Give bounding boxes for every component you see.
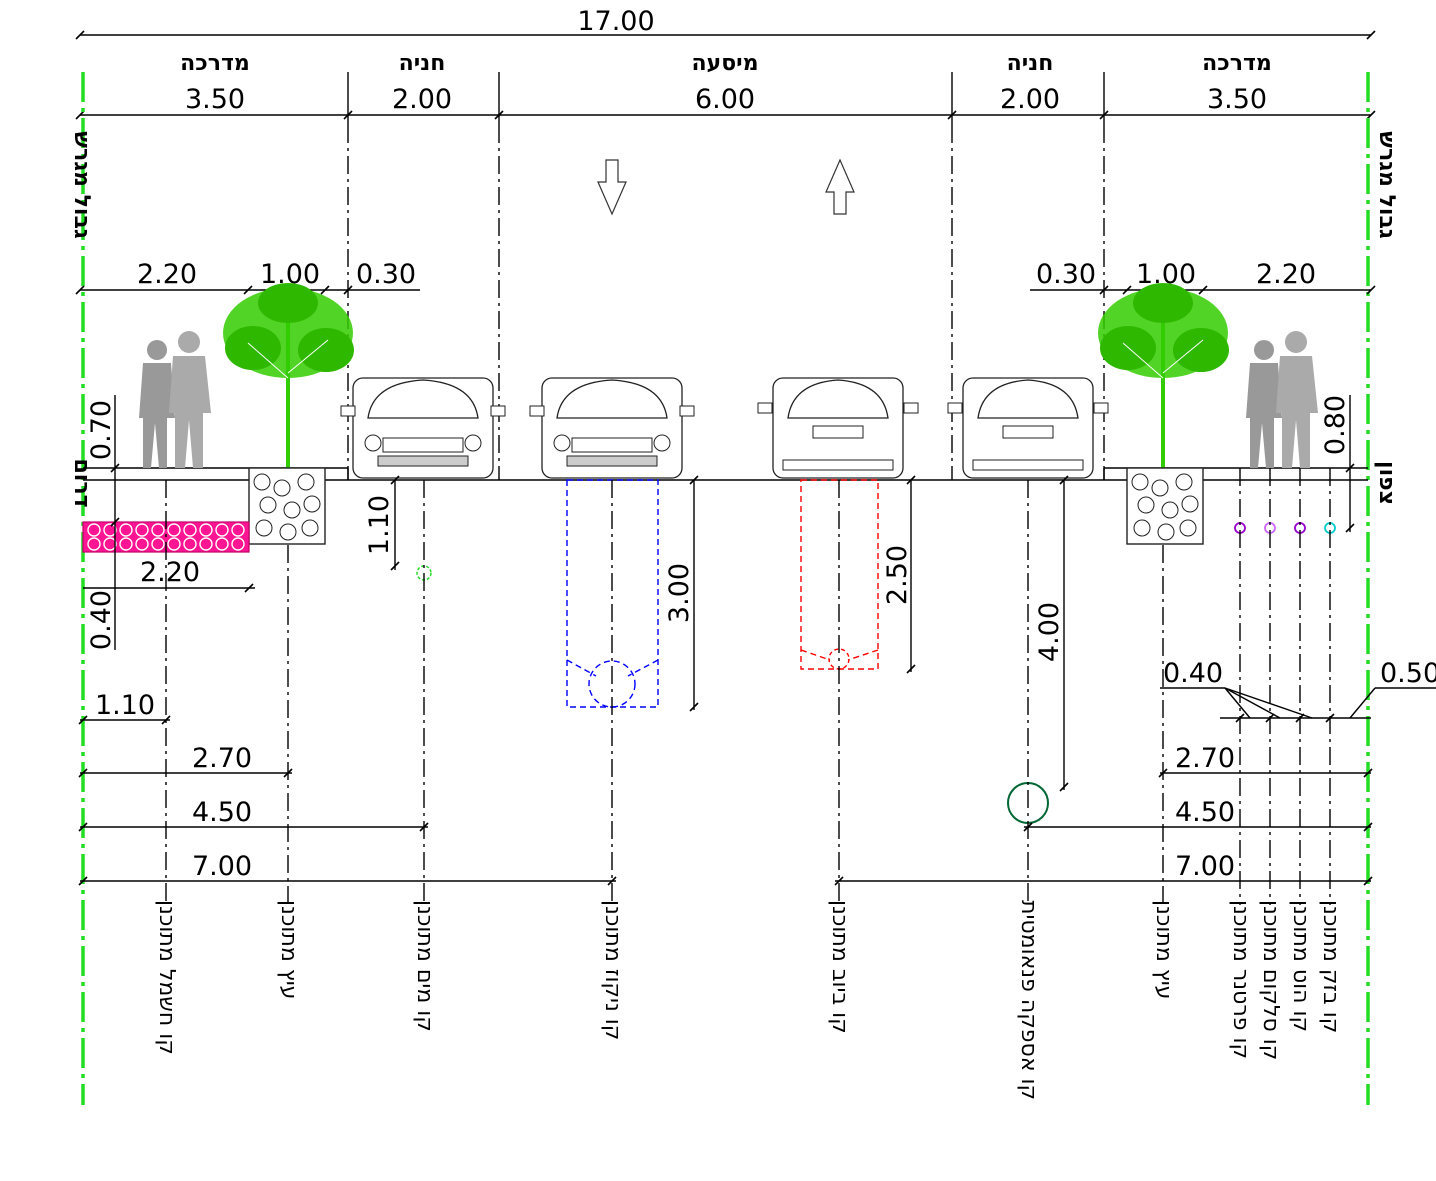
zone-dim-sidewalk-right: 3.50 <box>1207 84 1267 115</box>
dim-0-40-right: 0.40 <box>1163 658 1223 689</box>
label-drain: קו ביוב מתוכנן <box>827 900 852 1034</box>
dim-2-20-duct: 2.20 <box>140 557 200 588</box>
landscape <box>139 281 1318 470</box>
property-boundaries: גבול מגרש גבול מגרש דרום צפון <box>69 72 1399 1105</box>
tree-pit-left <box>248 467 326 545</box>
pedestrians-icon <box>1246 331 1318 468</box>
left-vertical-dims: 0.70 0.40 2.20 <box>83 395 255 650</box>
overall-width-label: 17.00 <box>577 6 654 37</box>
zone-dim-parking-left: 2.00 <box>392 84 452 115</box>
zone-dim-roadway: 6.00 <box>695 84 755 115</box>
zone-headers: מדרכה חניה מיסעה חניה מדרכה <box>180 51 1272 76</box>
dim-0-80-right: 0.80 <box>1320 395 1351 455</box>
arrow-up-icon <box>825 158 855 215</box>
tree-icon <box>1096 281 1231 470</box>
offset-dims-left: 1.10 2.70 4.50 7.00 <box>78 690 617 886</box>
label-water: קו מים מתוכנן <box>412 900 437 1032</box>
comm-lines: 0.80 0.40 0.50 <box>1160 395 1436 723</box>
upper-dim-right-2-20: 2.20 <box>1256 259 1316 290</box>
label-tree-left: עיץ מתוכנן <box>276 900 301 999</box>
upper-dim-left-0-30: 0.30 <box>356 259 416 290</box>
offset-right-7-00: 7.00 <box>1175 851 1235 882</box>
zone-label-roadway: מיסעה <box>691 51 758 76</box>
water-line: 1.10 <box>364 475 432 581</box>
label-comm-1: קו פרטנר מתוכנן <box>1228 900 1253 1059</box>
dim-0-70-left: 0.70 <box>86 400 117 460</box>
zone-label-sidewalk-left: מדרכה <box>180 51 250 76</box>
dim-0-50-right: 0.50 <box>1380 658 1436 689</box>
offset-right-4-50: 4.50 <box>1175 797 1235 828</box>
arrow-down-icon <box>597 159 627 216</box>
vehicles <box>340 377 1109 479</box>
offset-left-4-50: 4.50 <box>192 797 252 828</box>
offset-dims-right: 2.70 4.50 7.00 <box>834 743 1373 886</box>
zone-label-parking-left: חניה <box>399 51 446 76</box>
utility-centerlines <box>165 468 1331 905</box>
tree-pit-right <box>1126 467 1204 545</box>
upper-dim-right-0-30: 0.30 <box>1036 259 1096 290</box>
zone-label-parking-right: חניה <box>1007 51 1054 76</box>
pedestrians-icon <box>139 331 211 468</box>
offset-left-2-70: 2.70 <box>192 743 252 774</box>
label-main: קו אספקה פנאומטית <box>1016 900 1041 1100</box>
side-label-north: צפון <box>1374 461 1399 505</box>
offset-left-7-00: 7.00 <box>192 851 252 882</box>
label-sewer: קו ניקוז מתוכנן <box>600 900 625 1040</box>
main-line: 4.00 <box>1007 475 1069 824</box>
dim-0-40-left: 0.40 <box>86 590 117 650</box>
label-electric: קו חשמל מתוכנן <box>154 900 179 1055</box>
zone-separators <box>347 72 1105 480</box>
label-comm-2: קו סלקום מתוכנן <box>1258 900 1283 1060</box>
zone-dim-parking-right: 2.00 <box>1000 84 1060 115</box>
overall-dimension: 17.00 <box>75 6 1376 40</box>
boundary-label-left: גבול מגרש <box>69 131 94 239</box>
car-front-icon <box>529 377 695 479</box>
utility-labels: קו חשמל מתוכנן עיץ מתוכנן קו מים מתוכנן … <box>154 900 1343 1100</box>
side-label-south: דרום <box>69 458 94 507</box>
dim-2-50-drain: 2.50 <box>882 545 913 605</box>
dim-3-00-sewer: 3.00 <box>664 563 695 623</box>
zone-dimensions: 3.50 2.00 6.00 2.00 3.50 <box>75 84 1376 120</box>
car-rear-icon <box>947 377 1109 479</box>
zone-dim-sidewalk-left: 3.50 <box>185 84 245 115</box>
upper-dim-left-2-20: 2.20 <box>137 259 197 290</box>
tree-pits <box>248 467 1204 545</box>
car-rear-icon <box>757 377 919 479</box>
car-front-icon <box>340 377 506 479</box>
drain-trench: 2.50 <box>800 475 916 674</box>
offset-right-2-70: 2.70 <box>1175 743 1235 774</box>
sewer-trench: 3.00 <box>566 475 699 712</box>
label-comm-3: קו הוט מתוכנן <box>1288 900 1313 1032</box>
boundary-label-right: גבול מגרש <box>1374 131 1399 239</box>
tree-icon <box>221 281 356 470</box>
offset-left-1-10: 1.10 <box>95 690 155 721</box>
dim-4-00-main: 4.00 <box>1034 602 1065 662</box>
zone-label-sidewalk-right: מדרכה <box>1202 51 1272 76</box>
dim-1-10-water: 1.10 <box>364 495 395 555</box>
label-comm-4: קו בזק מתוכנן <box>1318 900 1343 1033</box>
traffic-arrows <box>597 158 855 216</box>
label-tree-right: עיץ מתוכנן <box>1151 900 1176 999</box>
